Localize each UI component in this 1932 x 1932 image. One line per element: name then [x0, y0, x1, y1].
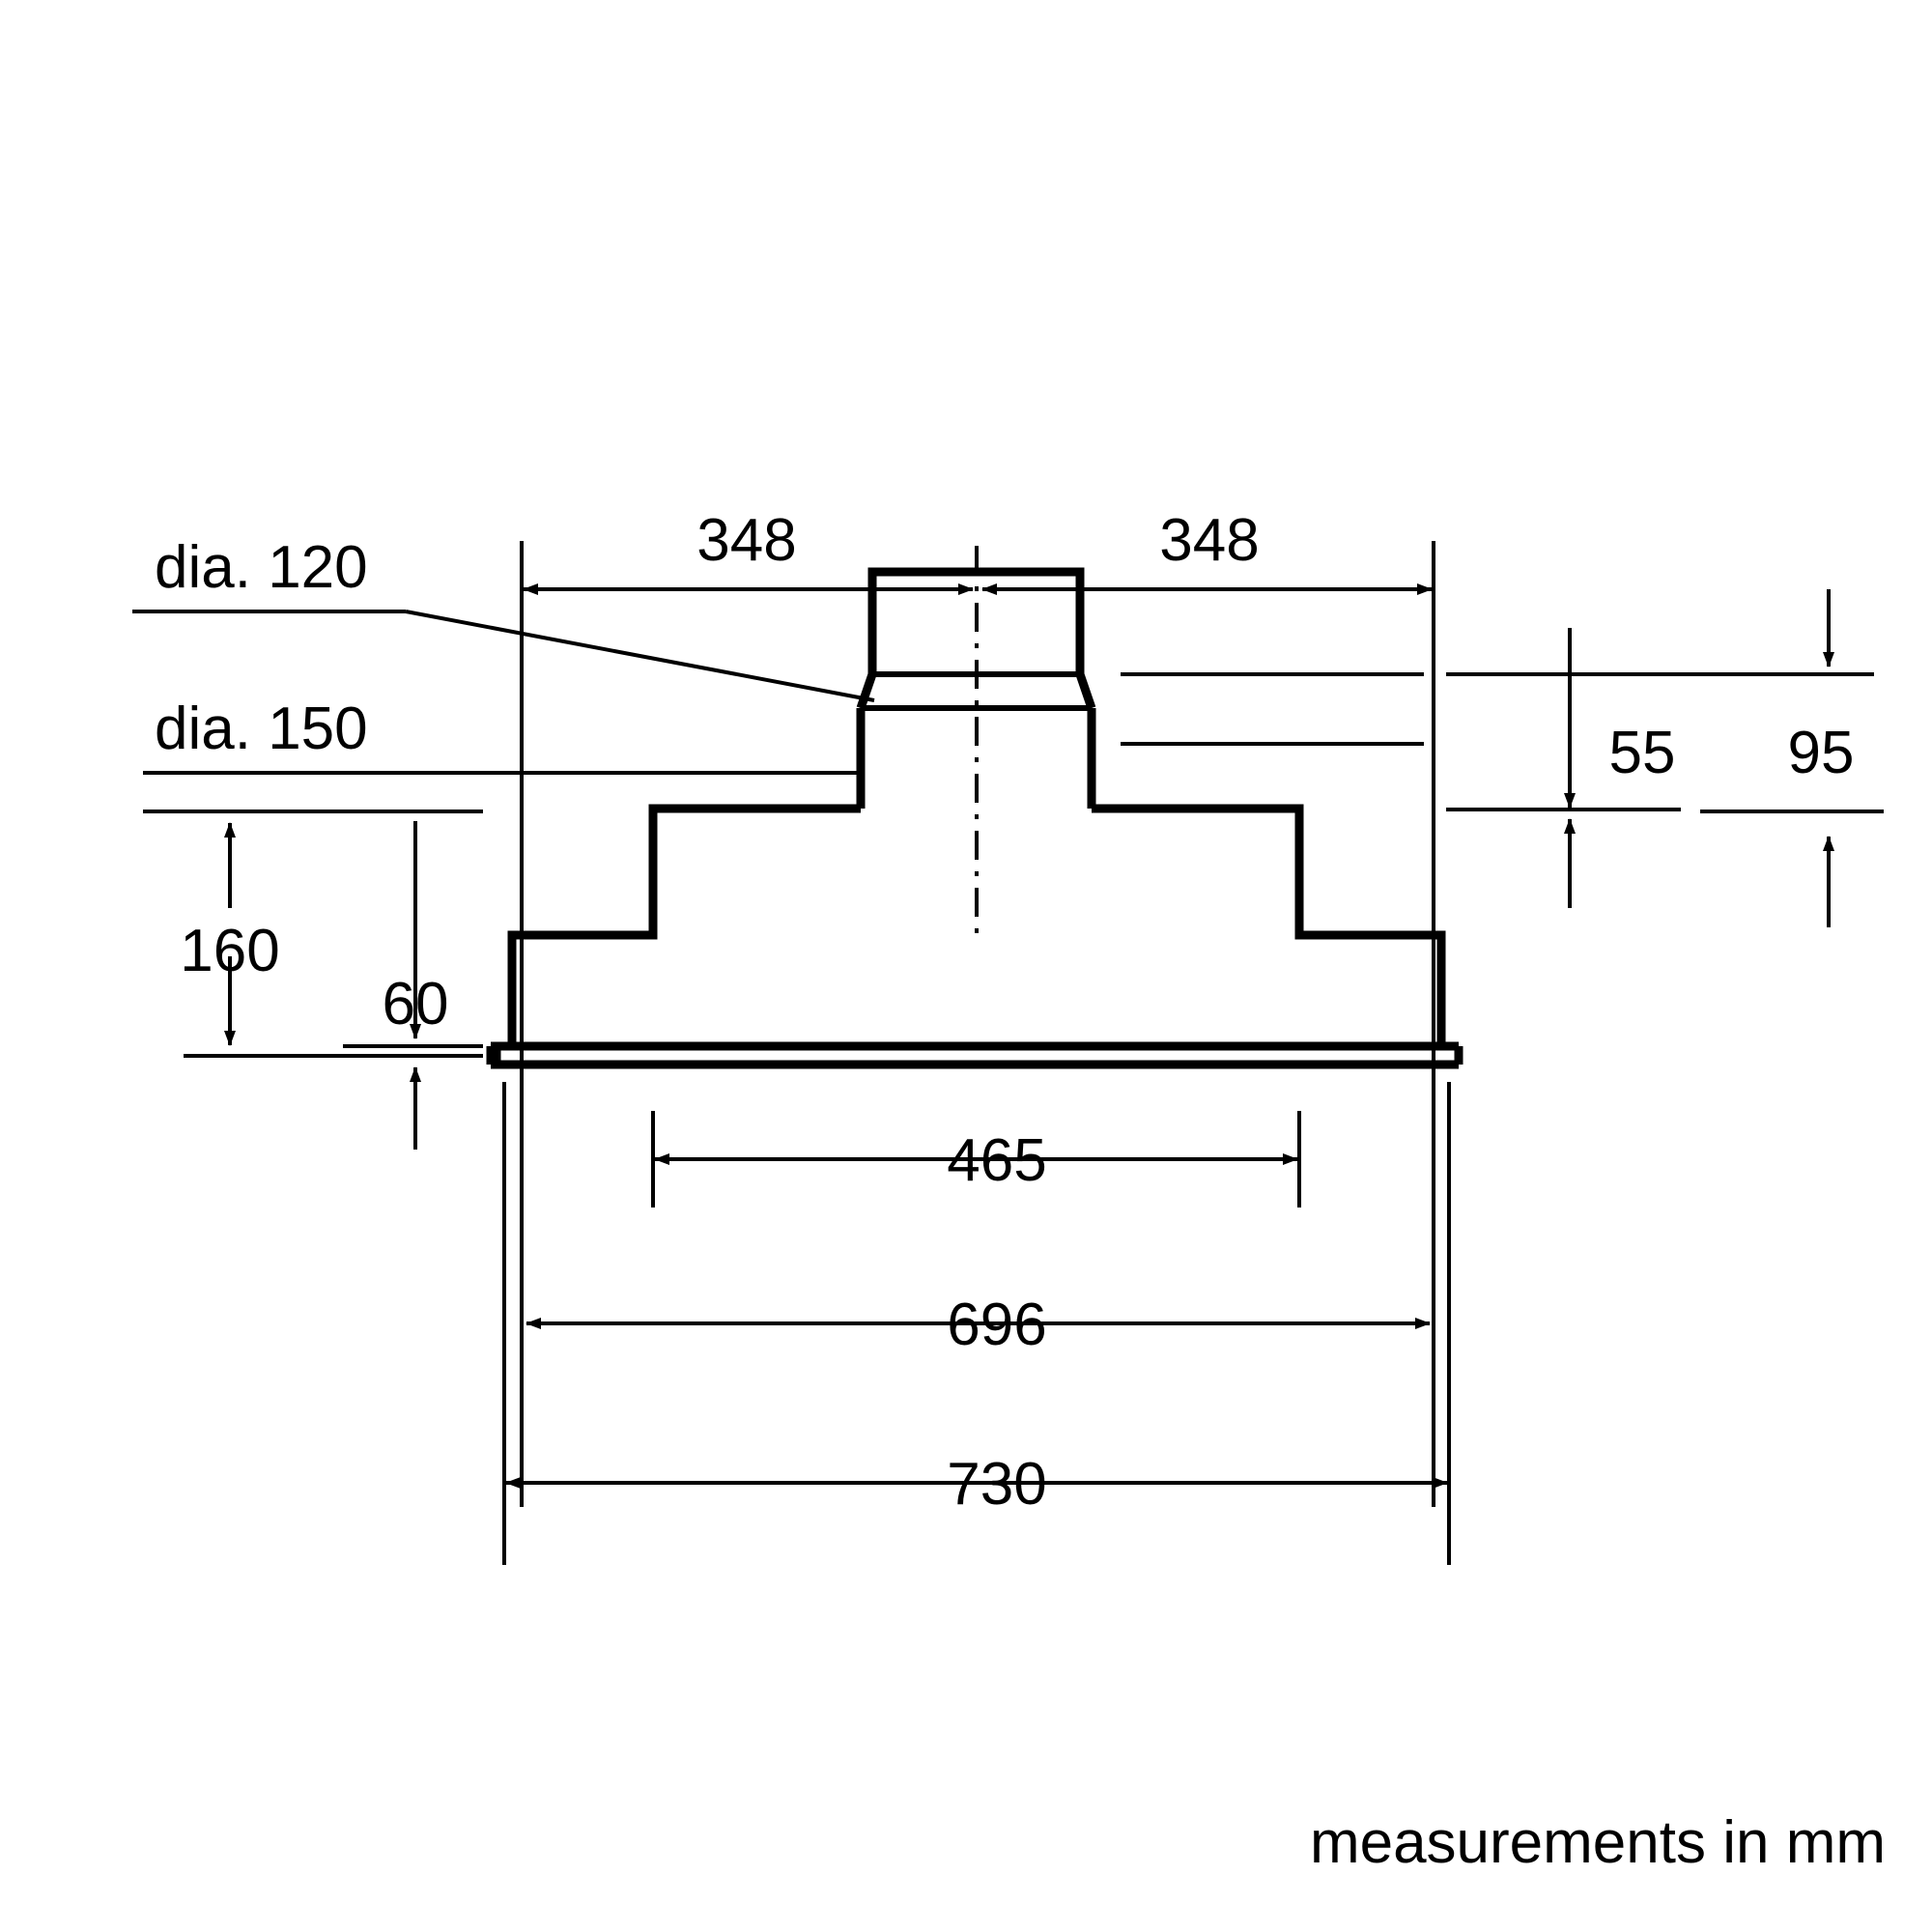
dimension-label-696: 696: [947, 1292, 1046, 1358]
spigot-lower-outline: [856, 708, 1096, 809]
leader-line-dia120: [405, 610, 875, 702]
dimension-label-348-left: 348: [696, 507, 796, 574]
dimension-label-730: 730: [947, 1451, 1046, 1518]
dimension-label-160: 160: [180, 918, 279, 984]
spigot-taper-outline: [856, 672, 1096, 710]
dimension-label-465: 465: [947, 1127, 1046, 1194]
dimension-label-dia-150: dia. 150: [155, 696, 368, 762]
housing-upper-outline-right: [1092, 804, 1446, 1050]
dimension-160-60-group: 160 60: [143, 810, 483, 1150]
dimension-label-55: 55: [1609, 720, 1676, 786]
flange-band-outline: [507, 935, 1446, 1050]
dimension-label-95: 95: [1788, 720, 1855, 786]
product-outline: [486, 546, 1463, 1069]
dimension-label-348-right: 348: [1159, 507, 1259, 574]
dimension-348-group: 348 348: [520, 507, 1435, 1507]
housing-upper-outline: [507, 804, 861, 1050]
leader-lines: [132, 610, 875, 775]
dimension-label-60: 60: [383, 971, 449, 1037]
dimension-55-95-group: 55 95: [1121, 589, 1884, 927]
dimension-label-dia-120: dia. 120: [155, 534, 368, 601]
dimension-lower-group: 465 696 730: [502, 1082, 1451, 1565]
units-note: measurements in mm: [1310, 1809, 1886, 1876]
